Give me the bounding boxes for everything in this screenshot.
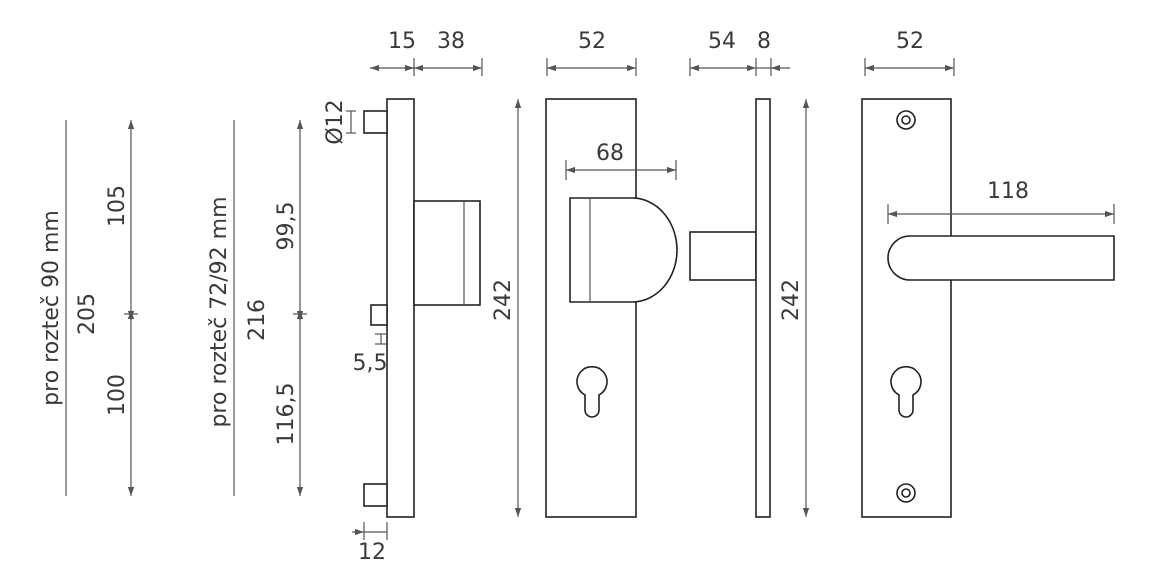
dimension-216-label: 216 (245, 299, 270, 341)
edge-view: 54 8 242 (689, 29, 810, 518)
cylinder-keyhole (576, 366, 608, 418)
bottom-pin (363, 483, 388, 507)
dimension-54-label: 54 (708, 29, 736, 54)
edge-handle (689, 231, 757, 281)
side-plate (386, 98, 415, 518)
dimension-99-5-label: 99,5 (274, 202, 299, 251)
pin-width-label: 12 (358, 540, 386, 565)
top-pin (363, 110, 388, 134)
label-pro-roztec-72-92: pro rozteč 72/92 mm (207, 196, 232, 427)
dimension-38-label: 38 (437, 29, 465, 54)
edge-plate (755, 98, 771, 518)
front-knob (569, 197, 678, 303)
dimension-52-label: 52 (578, 29, 606, 54)
side-view: 15 38 Ø12 5,5 12 (323, 29, 483, 565)
dimension-242-label: 242 (779, 279, 804, 321)
label-pro-roztec-90: pro rozteč 90 mm (39, 210, 64, 406)
back-view: 52 118 (861, 29, 1115, 518)
lever-handle (887, 235, 1115, 281)
dimension-100-label: 100 (105, 374, 130, 416)
dimension-15-label: 15 (388, 29, 416, 54)
front-view: 52 242 68 (491, 29, 678, 518)
dimension-group-72-92: pro rozteč 72/92 mm 216 99,5 116,5 (207, 120, 307, 496)
pin-gap-label: 5,5 (353, 351, 388, 376)
dimension-118-label: 118 (987, 179, 1029, 204)
dimension-105-label: 105 (105, 185, 130, 227)
dimension-116-5-label: 116,5 (274, 383, 299, 446)
screw-bottom-inner (901, 488, 911, 498)
dimension-242-label: 242 (491, 279, 516, 321)
back-plate (861, 98, 952, 518)
cylinder-keyhole (890, 366, 922, 418)
side-knob (413, 200, 481, 306)
dimension-52-label: 52 (896, 29, 924, 54)
pin-diameter-label: Ø12 (323, 99, 348, 144)
screw-top-inner (901, 115, 911, 125)
middle-pin (370, 304, 388, 326)
dimension-205-label: 205 (75, 293, 100, 335)
dimension-group-90: pro rozteč 90 mm 205 105 100 (39, 120, 138, 496)
dimension-8-label: 8 (757, 29, 771, 54)
dimension-68-label: 68 (596, 141, 624, 166)
